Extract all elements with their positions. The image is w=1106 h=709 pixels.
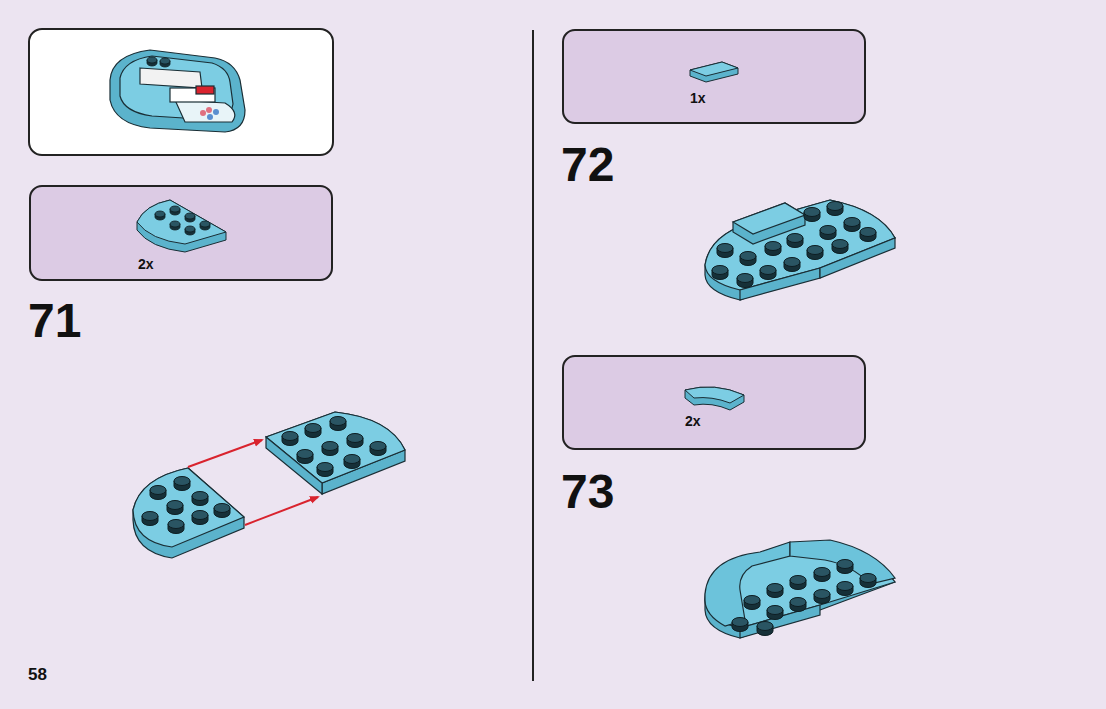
page-number: 58 xyxy=(28,666,47,683)
part-quantity: 1x xyxy=(690,90,706,106)
step-number: 71 xyxy=(28,297,81,345)
parts-callout: 1x xyxy=(562,29,866,124)
part-quantity: 2x xyxy=(685,413,701,429)
step-number: 72 xyxy=(561,141,614,189)
part-quantity: 2x xyxy=(138,256,154,272)
parts-callout: 2x xyxy=(29,185,333,281)
parts-callout: 2x xyxy=(562,355,866,450)
step-number: 73 xyxy=(561,468,614,516)
